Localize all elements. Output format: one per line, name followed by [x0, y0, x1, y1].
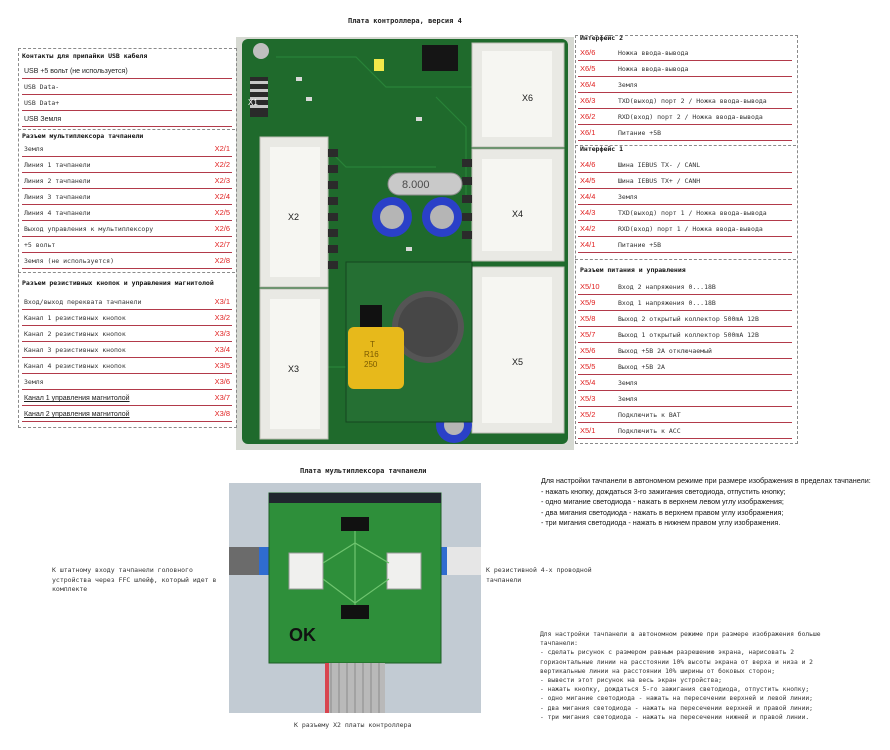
x3-section-title: Разъем резистивных кнопок и управления м…: [22, 279, 214, 287]
separator: [18, 129, 235, 130]
x2-row: Земля (не используется)X2/8: [22, 252, 232, 269]
controller-title: Плата контроллера, версия 4: [348, 17, 462, 25]
if1-section-title: Интерфейс 1: [580, 145, 624, 153]
svg-text:250: 250: [364, 360, 378, 369]
board-label-x6: X6: [522, 93, 533, 103]
board-label-x4: X4: [512, 209, 523, 219]
usb-section-title: Контакты для припайки USB кабеля: [22, 52, 148, 60]
board-label-xtal: 8.000: [402, 179, 430, 191]
if2-section-title: Интерфейс 2: [580, 34, 624, 42]
mux-title: Плата мультиплексора тачпанели: [300, 467, 427, 475]
note-bottom: Для настройки тачпанели в автономном реж…: [540, 631, 821, 721]
board-label-x5: X5: [512, 357, 523, 367]
x5-section-title: Разъем питания и управления: [580, 266, 686, 274]
board-label-x2: X2: [288, 212, 299, 222]
board-label-x3: X3: [288, 364, 299, 374]
svg-text:OK: OK: [289, 625, 316, 645]
usb-row: USB Data+: [22, 94, 232, 111]
board-label-x1: X1: [248, 98, 258, 107]
controller-board-photo: X1 X6 X2 X3 X4 X5 8.000 T R16 250: [236, 37, 574, 450]
cap-bottom: К разъему X2 платы контроллера: [294, 721, 412, 729]
left-pinout-panel: [18, 48, 237, 428]
svg-text:R16: R16: [364, 350, 379, 359]
usb-row: USB Data-: [22, 78, 232, 95]
mux-board-photo: OK: [229, 483, 481, 713]
separator: [18, 272, 235, 273]
usb-row: USB Земля: [22, 110, 232, 127]
separator: [575, 145, 796, 146]
separator: [575, 259, 796, 260]
x2-section-title: Разъем мультиплексора тачпанели: [22, 132, 144, 140]
board-label-fuse: T: [370, 340, 375, 349]
right-pinout-panel: [575, 35, 798, 444]
note-top: Для настройки тачпанели в автономном реж…: [541, 476, 871, 527]
usb-row: USB +5 вольт (не используется): [22, 62, 232, 79]
